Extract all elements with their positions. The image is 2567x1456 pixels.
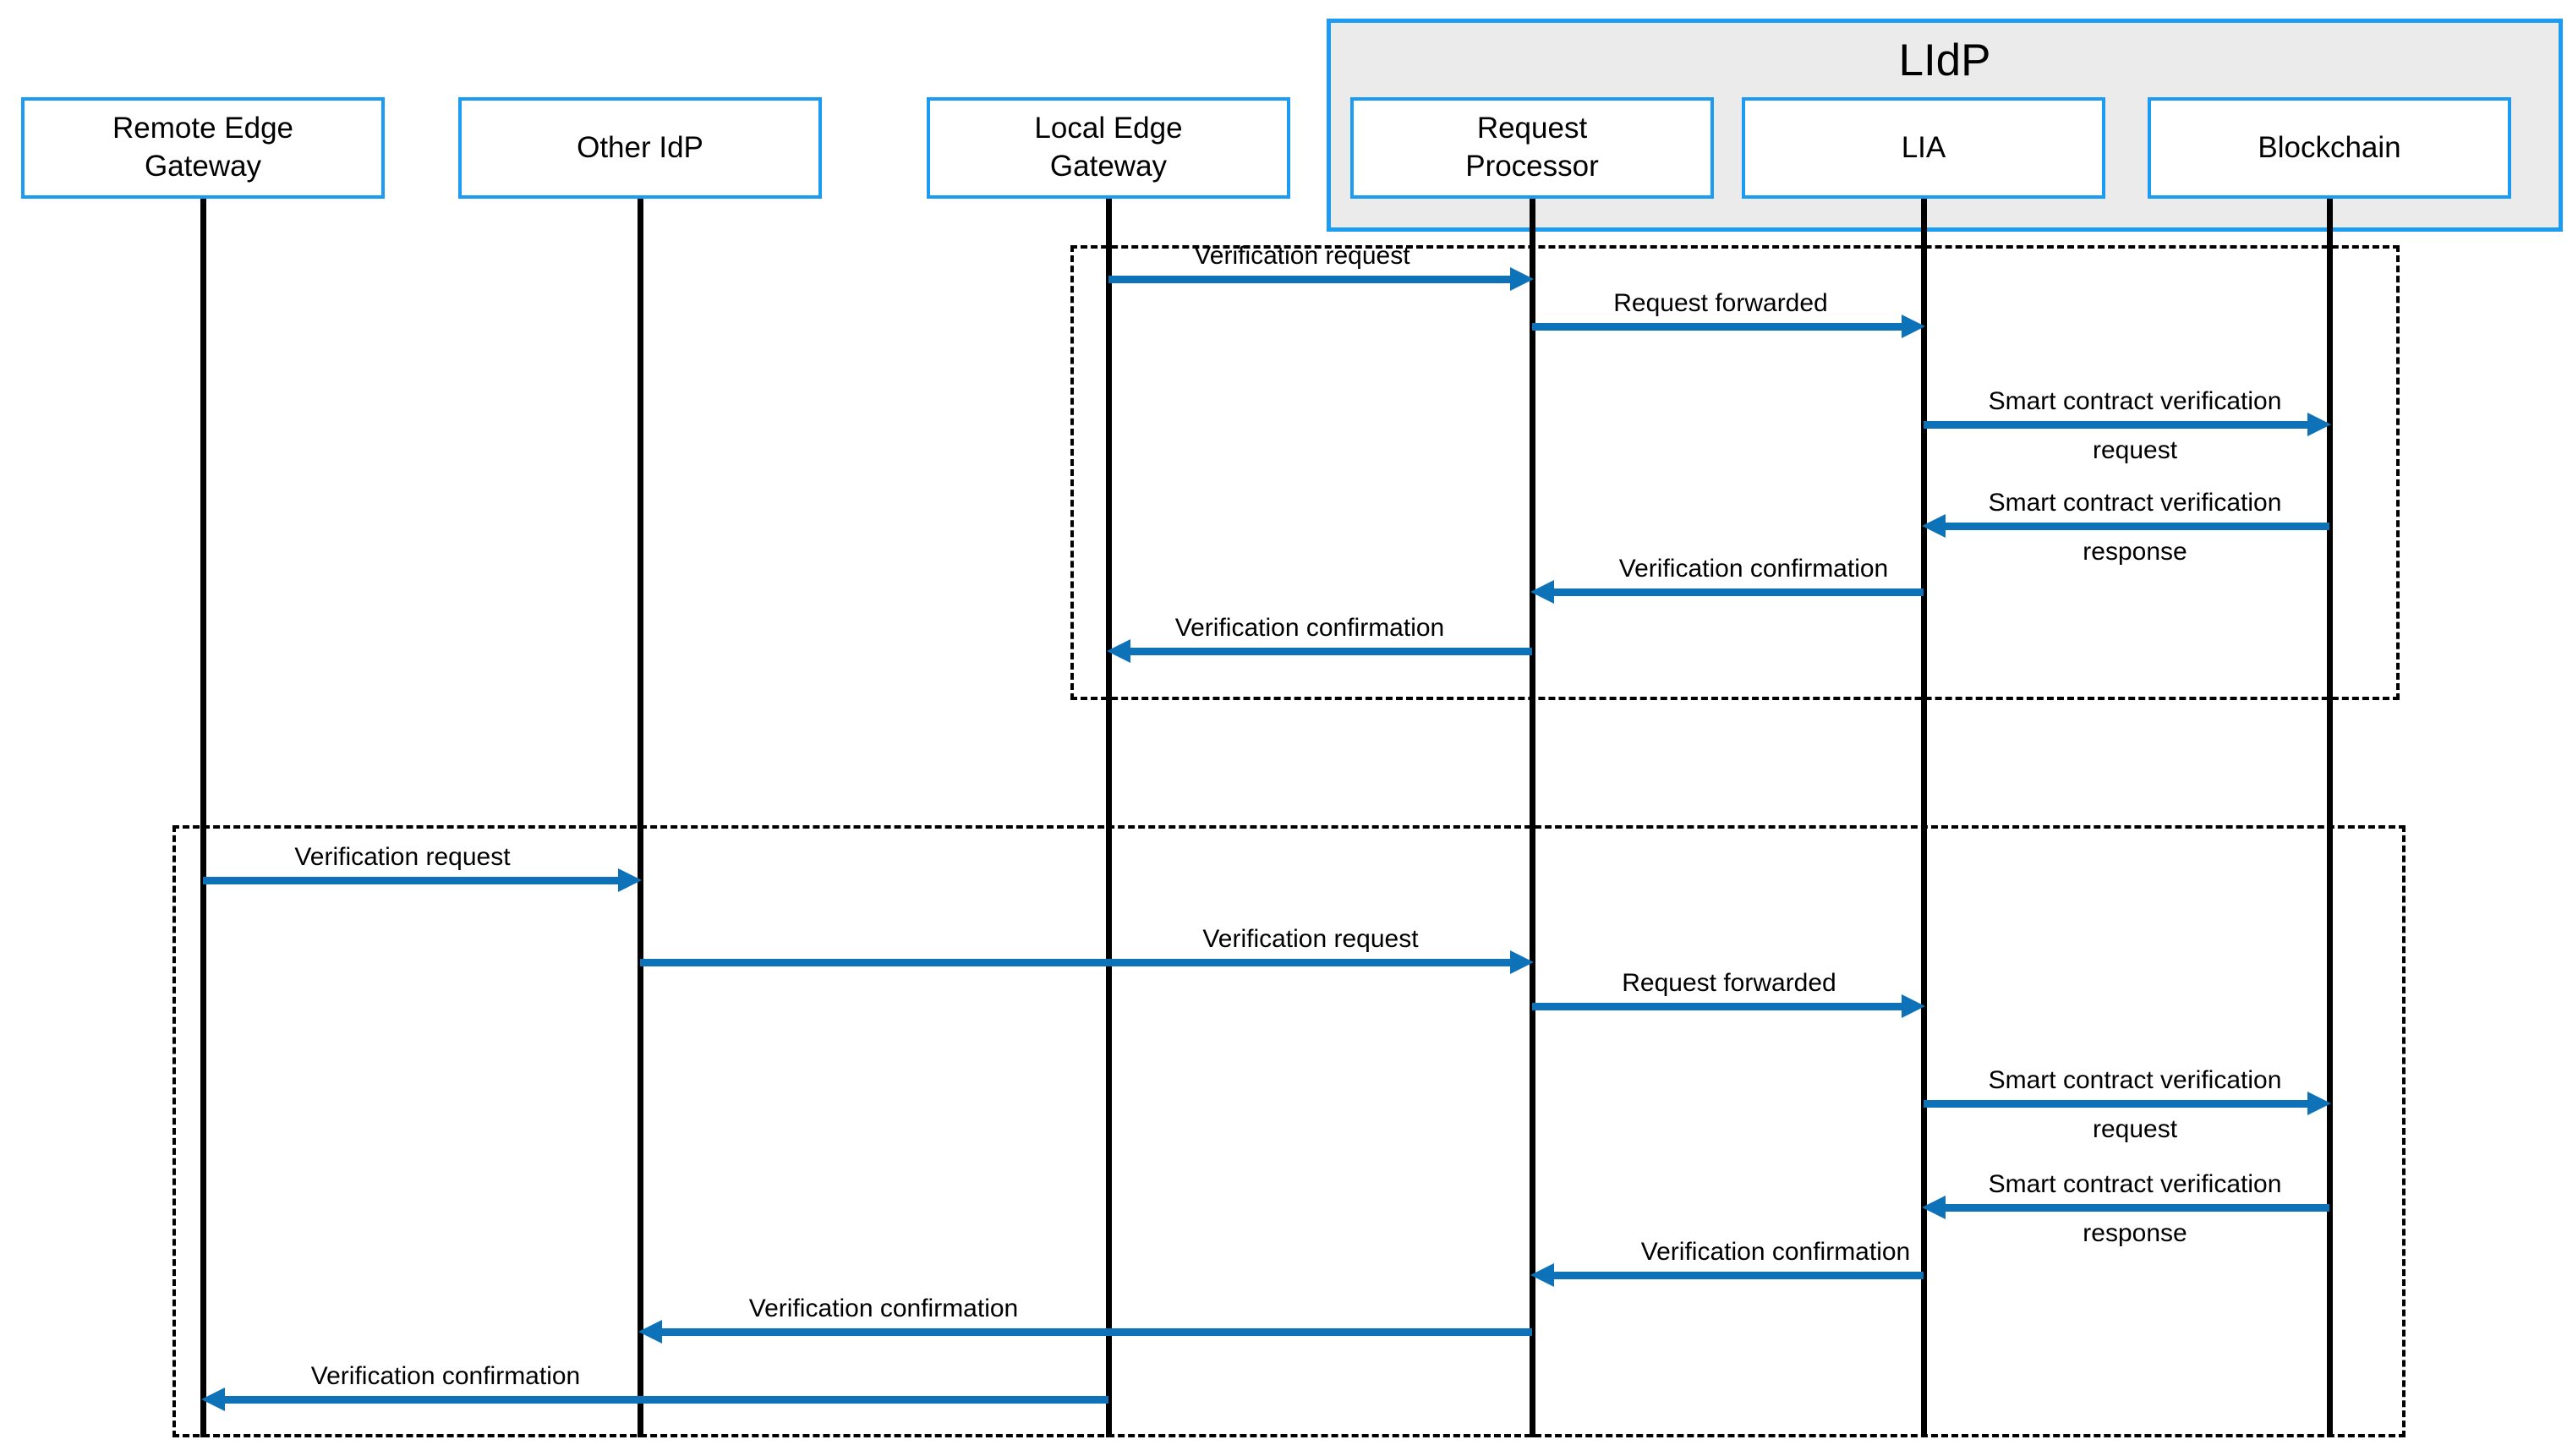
- message-line: [657, 1328, 1532, 1336]
- message-label: Verification confirmation: [310, 1362, 581, 1390]
- message-label: Verification confirmation: [1174, 614, 1445, 642]
- message-label: Verification confirmation: [1618, 555, 1889, 583]
- participant-local-edge-gateway: Local Edge Gateway: [927, 97, 1290, 199]
- message-label-top: Smart contract verification: [1988, 387, 2282, 415]
- message-label-top: Smart contract verification: [1988, 489, 2282, 517]
- message-label-bottom: response: [2083, 538, 2187, 566]
- message-label-top: Smart contract verification: [1988, 1170, 2282, 1198]
- message-label: Verification request: [294, 843, 511, 871]
- message-line: [203, 877, 623, 884]
- participant-remote-edge-gateway: Remote Edge Gateway: [21, 97, 385, 199]
- participant-label: Remote Edge Gateway: [112, 112, 294, 183]
- fragment-local-verification: [1070, 245, 2400, 700]
- message-line: [220, 1396, 1108, 1404]
- arrowhead-left-icon: [1107, 639, 1130, 663]
- message-label-bottom: request: [2092, 436, 2178, 464]
- participant-label: Other IdP: [577, 130, 703, 164]
- message-line: [1549, 588, 1924, 596]
- participant-request-processor: Request Processor: [1350, 97, 1714, 199]
- arrowhead-left-icon: [201, 1388, 225, 1411]
- participant-label: LIA: [1901, 130, 1946, 164]
- message-line: [1108, 276, 1515, 283]
- arrowhead-right-icon: [2307, 413, 2331, 436]
- fragment-remote-verification: [172, 825, 2406, 1437]
- participant-label: Blockchain: [2258, 130, 2401, 164]
- message-label: Verification request: [1202, 925, 1419, 953]
- message-line: [1940, 1204, 2329, 1212]
- message-label-bottom: request: [2092, 1115, 2178, 1143]
- message-line: [1924, 1100, 2312, 1108]
- message-line: [1549, 1272, 1924, 1279]
- message-label: Request forwarded: [1613, 289, 1828, 317]
- message-label: Verification confirmation: [1640, 1238, 1911, 1266]
- message-label: Request forwarded: [1622, 969, 1836, 997]
- message-line: [1940, 523, 2329, 530]
- participant-blockchain: Blockchain: [2148, 97, 2511, 199]
- message-line: [1532, 1003, 1907, 1010]
- message-label-bottom: response: [2083, 1219, 2187, 1247]
- arrowhead-right-icon: [1510, 267, 1534, 291]
- message-line: [640, 959, 1515, 966]
- message-label-top: Smart contract verification: [1988, 1066, 2282, 1094]
- message-line: [1532, 323, 1907, 331]
- arrowhead-left-icon: [638, 1320, 662, 1344]
- arrowhead-left-icon: [1922, 1196, 1946, 1219]
- lifeline-other-idp: [638, 199, 643, 1437]
- participant-lia: LIA: [1742, 97, 2105, 199]
- message-line: [1924, 421, 2312, 429]
- arrowhead-left-icon: [1530, 580, 1554, 604]
- lifeline-remote-edge-gateway: [200, 199, 206, 1437]
- lifeline-local-edge-gateway: [1106, 199, 1112, 1437]
- participant-label: Request Processor: [1465, 112, 1599, 183]
- message-label: Verification request: [1194, 242, 1410, 270]
- arrowhead-right-icon: [2307, 1092, 2331, 1115]
- lifeline-lia: [1921, 199, 1927, 1437]
- message-label: Verification confirmation: [748, 1295, 1019, 1322]
- lifeline-blockchain: [2327, 199, 2333, 1437]
- arrowhead-right-icon: [618, 868, 642, 892]
- participant-other-idp: Other IdP: [458, 97, 822, 199]
- participant-label: Local Edge Gateway: [1034, 112, 1183, 183]
- arrowhead-right-icon: [1902, 994, 1925, 1018]
- arrowhead-left-icon: [1922, 514, 1946, 538]
- lidp-group-title: LIdP: [1898, 36, 1991, 85]
- arrowhead-left-icon: [1530, 1263, 1554, 1287]
- message-line: [1125, 648, 1532, 655]
- arrowhead-right-icon: [1510, 950, 1534, 974]
- lifeline-request-processor: [1530, 199, 1535, 1437]
- arrowhead-right-icon: [1902, 315, 1925, 338]
